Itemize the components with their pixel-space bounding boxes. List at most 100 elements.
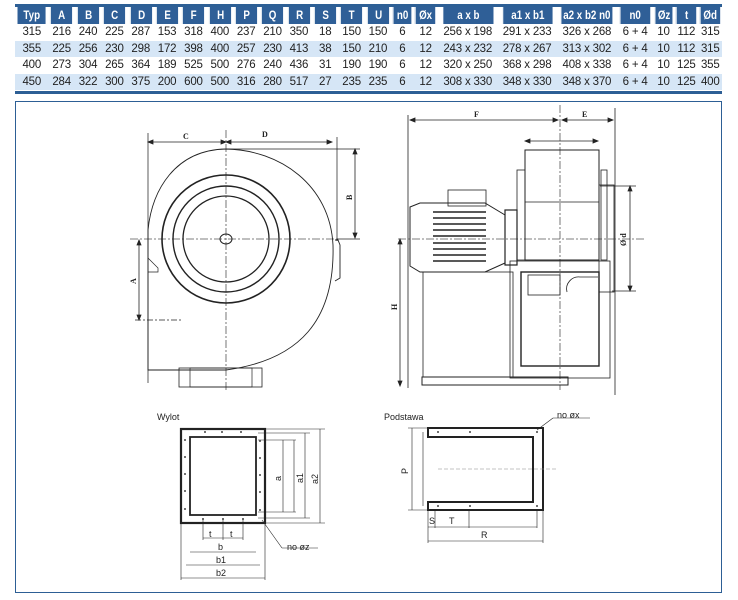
table-cell: 235 bbox=[338, 73, 365, 91]
table-cell: 350 bbox=[289, 26, 309, 39]
table-cell: 10 bbox=[652, 73, 675, 91]
outlet-title: Wylot bbox=[157, 412, 180, 422]
table-cell: 225 bbox=[48, 40, 75, 57]
table-cell: 500 bbox=[206, 73, 233, 91]
base-label-holes: no øx bbox=[557, 410, 580, 420]
table-cell: 517 bbox=[285, 73, 313, 91]
table-cell: 400 bbox=[698, 73, 722, 91]
table-cell: 320 x 250 bbox=[443, 59, 493, 72]
table-cell: 6 bbox=[399, 26, 406, 39]
table-cell: 18 bbox=[319, 26, 332, 39]
table-cell: 348 x 370 bbox=[556, 73, 618, 91]
table-cell: 210 bbox=[263, 26, 282, 39]
column-header: H bbox=[208, 7, 232, 24]
table-cell: 308 x 330 bbox=[437, 73, 498, 91]
table-cell: 348 x 330 bbox=[497, 73, 557, 91]
column-header: E bbox=[155, 7, 179, 24]
table-cell: 216 bbox=[52, 26, 71, 39]
table-cell: 150 bbox=[338, 40, 365, 57]
column-header: A bbox=[50, 7, 73, 24]
table-cell: 112 bbox=[674, 40, 699, 57]
table-cell: 298 bbox=[127, 40, 154, 57]
column-header: T bbox=[340, 7, 363, 24]
dim-label-f: F bbox=[474, 110, 479, 119]
table-cell: 313 x 302 bbox=[556, 40, 618, 57]
table-cell: 225 bbox=[105, 26, 124, 39]
table-cell: 150 bbox=[342, 26, 361, 39]
table-cell: 304 bbox=[78, 59, 98, 72]
column-header: a2 x b2 n0 bbox=[561, 7, 613, 24]
dim-label-h: H bbox=[390, 303, 399, 310]
table-cell: 6 + 4 bbox=[617, 40, 653, 57]
table-cell: 237 bbox=[236, 26, 256, 39]
column-header: F bbox=[182, 7, 205, 24]
table-cell: 316 bbox=[232, 73, 260, 91]
table-cell: 12 bbox=[413, 40, 438, 57]
table-cell: 280 bbox=[259, 73, 286, 91]
base-label-p: P bbox=[400, 468, 410, 474]
table-cell: 38 bbox=[312, 40, 339, 57]
table-cell: 189 bbox=[157, 59, 177, 72]
outlet-label-t1: t bbox=[209, 529, 212, 539]
table-cell: 300 bbox=[101, 73, 128, 91]
table-cell: 153 bbox=[157, 26, 177, 39]
column-header: n0 bbox=[392, 7, 412, 24]
column-header: R bbox=[287, 7, 311, 24]
base-label-s: S bbox=[429, 516, 435, 526]
table-cell: 276 bbox=[236, 59, 256, 72]
table-cell: 355 bbox=[700, 59, 720, 72]
outlet-label-a1: a1 bbox=[295, 473, 305, 483]
table-cell: 364 bbox=[131, 59, 151, 72]
table-cell: 150 bbox=[368, 26, 388, 39]
table-cell: 6 bbox=[391, 40, 414, 57]
table-cell: 12 bbox=[413, 73, 438, 91]
column-header: S bbox=[314, 7, 337, 24]
column-header: n0 bbox=[619, 7, 651, 24]
table-cell: 6 bbox=[391, 73, 414, 91]
table-cell: 112 bbox=[677, 26, 696, 39]
table-cell: 10 bbox=[657, 26, 670, 39]
table-cell: 200 bbox=[153, 73, 181, 91]
table-cell: 265 bbox=[105, 59, 124, 72]
table-cell: 278 x 267 bbox=[497, 40, 557, 57]
table-cell: 326 x 268 bbox=[562, 26, 612, 39]
table-cell: 172 bbox=[153, 40, 181, 57]
table-cell: 400 bbox=[206, 40, 233, 57]
table-cell: 436 bbox=[289, 59, 309, 72]
table-cell: 210 bbox=[364, 40, 392, 57]
table-cell: 375 bbox=[127, 73, 154, 91]
table-cell: 287 bbox=[131, 26, 151, 39]
table-cell: 398 bbox=[180, 40, 207, 57]
table-cell: 6 + 4 bbox=[622, 26, 648, 39]
column-header: Øz bbox=[654, 7, 673, 24]
column-header: Typ bbox=[17, 7, 46, 24]
table-cell: 413 bbox=[285, 40, 313, 57]
table-cell: 400 bbox=[210, 26, 230, 39]
table-cell: 256 x 198 bbox=[443, 26, 493, 39]
outlet-label-b1: b1 bbox=[216, 555, 226, 565]
table-cell: 240 bbox=[263, 59, 282, 72]
base-label-r: R bbox=[481, 530, 488, 540]
outlet-label-a: a bbox=[273, 476, 283, 481]
outlet-label-holes: no øz bbox=[287, 542, 310, 552]
table-cell: 315 bbox=[22, 26, 42, 39]
dim-label-c: C bbox=[183, 132, 189, 141]
dim-label-diameter: Ø d bbox=[619, 233, 628, 246]
table-cell: 125 bbox=[677, 59, 696, 72]
column-header: Ød bbox=[700, 7, 721, 24]
table-cell: 400 bbox=[22, 59, 42, 72]
front-view bbox=[130, 130, 360, 392]
dim-label-a: A bbox=[129, 278, 138, 284]
table-cell: 318 bbox=[184, 26, 203, 39]
column-header: P bbox=[234, 7, 258, 24]
table-cell: 235 bbox=[364, 73, 392, 91]
outlet-label-t2: t bbox=[230, 529, 233, 539]
column-header: D bbox=[129, 7, 152, 24]
table-cell: 6 bbox=[399, 59, 406, 72]
